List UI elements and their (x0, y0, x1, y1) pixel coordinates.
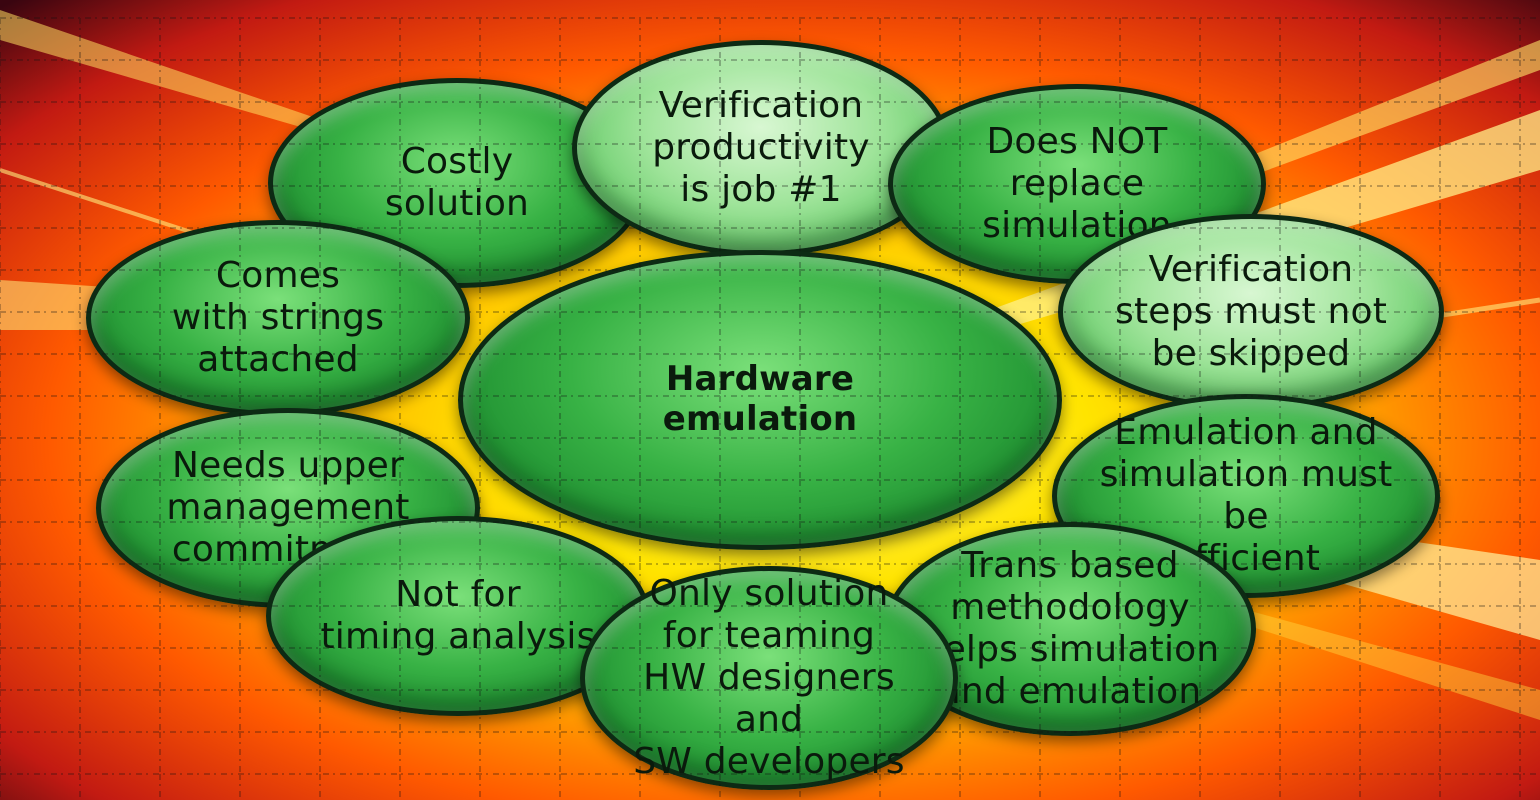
node-hardware-emulation-center: Hardware emulation (458, 250, 1062, 550)
node-only-solution-for-teaming: Only solution for teaming HW designers a… (580, 566, 958, 790)
node-trans-based-methodology: Trans based methodology helps simulation… (884, 522, 1256, 736)
light-ray (0, 10, 380, 150)
node-comes-with-strings-attached: Comes with strings attached (86, 220, 470, 416)
node-verification-steps: Verification steps must not be skipped (1058, 214, 1444, 410)
node-verification-productivity: Verification productivity is job #1 (572, 40, 950, 256)
light-ray (1200, 600, 1540, 720)
